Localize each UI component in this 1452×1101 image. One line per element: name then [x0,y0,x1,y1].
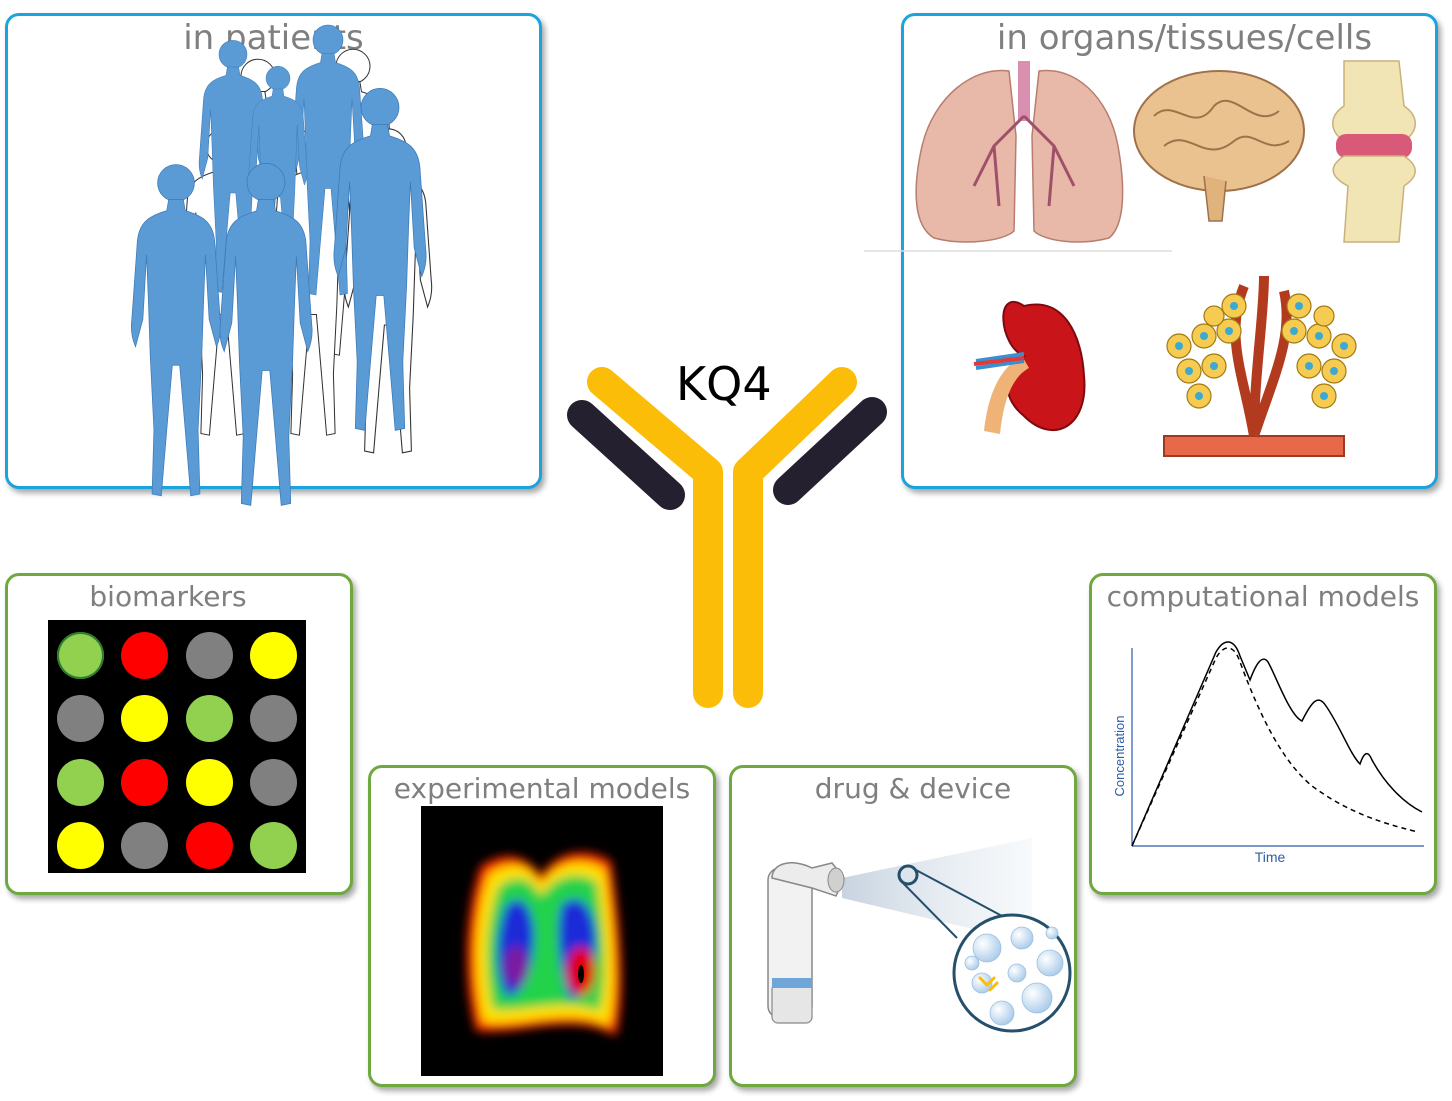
blue-silhouettes [130,24,427,506]
device-panel: drug & device [729,765,1077,1087]
biomarker-dot [185,632,233,680]
biomarker-dot [56,695,104,743]
biomarkers-title: biomarkers [89,580,247,613]
antibody-light-chain-left [567,400,685,510]
biomarker-dot [121,695,169,743]
computational-title: computational models [1106,580,1420,613]
biomarker-dot [121,821,169,869]
biomarkers-panel: biomarkers [5,573,353,895]
concentration-curve-solid [1131,641,1423,847]
biomarker-dot [250,695,298,743]
antibody-icon [567,367,887,708]
biomarker-dot [121,632,169,680]
computational-panel: computational models Time Concentration [1089,573,1437,895]
antibody-heavy-chain-right [733,367,857,708]
particle-magnification-icon [952,913,1072,1033]
biomarker-dot [250,758,298,806]
biomarker-dot [185,821,233,869]
concentration-time-chart: Time Concentration [1112,641,1424,865]
x-axis-label: Time [1255,849,1286,865]
biomarker-dot [121,758,169,806]
brain-icon [1133,70,1305,222]
inhaler-illustration [767,838,1072,1033]
experimental-title: experimental models [393,772,691,805]
antibody-light-chain-right [773,397,887,505]
lungs-icon [915,61,1124,243]
tumor-vasculature-icon [1163,275,1357,457]
biomarker-dot [250,632,298,680]
organs-title: in organs/tissues/cells [996,18,1373,58]
patients-panel: in patients [5,13,542,506]
experimental-panel: experimental models [368,765,716,1087]
biomarker-array [48,620,306,873]
biomarker-dot [185,695,233,743]
biomarker-dot [250,821,298,869]
organs-panel: in organs/tissues/cells [864,13,1438,489]
biomarker-dot [56,821,104,869]
kidney-icon [973,301,1086,434]
patient-silhouettes-illustration [130,24,433,506]
lung-scintigraphy-image [421,806,663,1076]
organs-illustration [864,60,1416,457]
antibody-heavy-chain-left [587,367,723,708]
inhaler-icon [767,862,845,1024]
biomarker-dot [185,758,233,806]
y-axis-label: Concentration [1112,716,1127,797]
device-title: drug & device [814,772,1012,805]
biomarker-dot [56,758,104,806]
joint-icon [1332,60,1416,243]
antibody-label: KQ4 [676,357,772,411]
biomarker-dot [56,632,104,680]
